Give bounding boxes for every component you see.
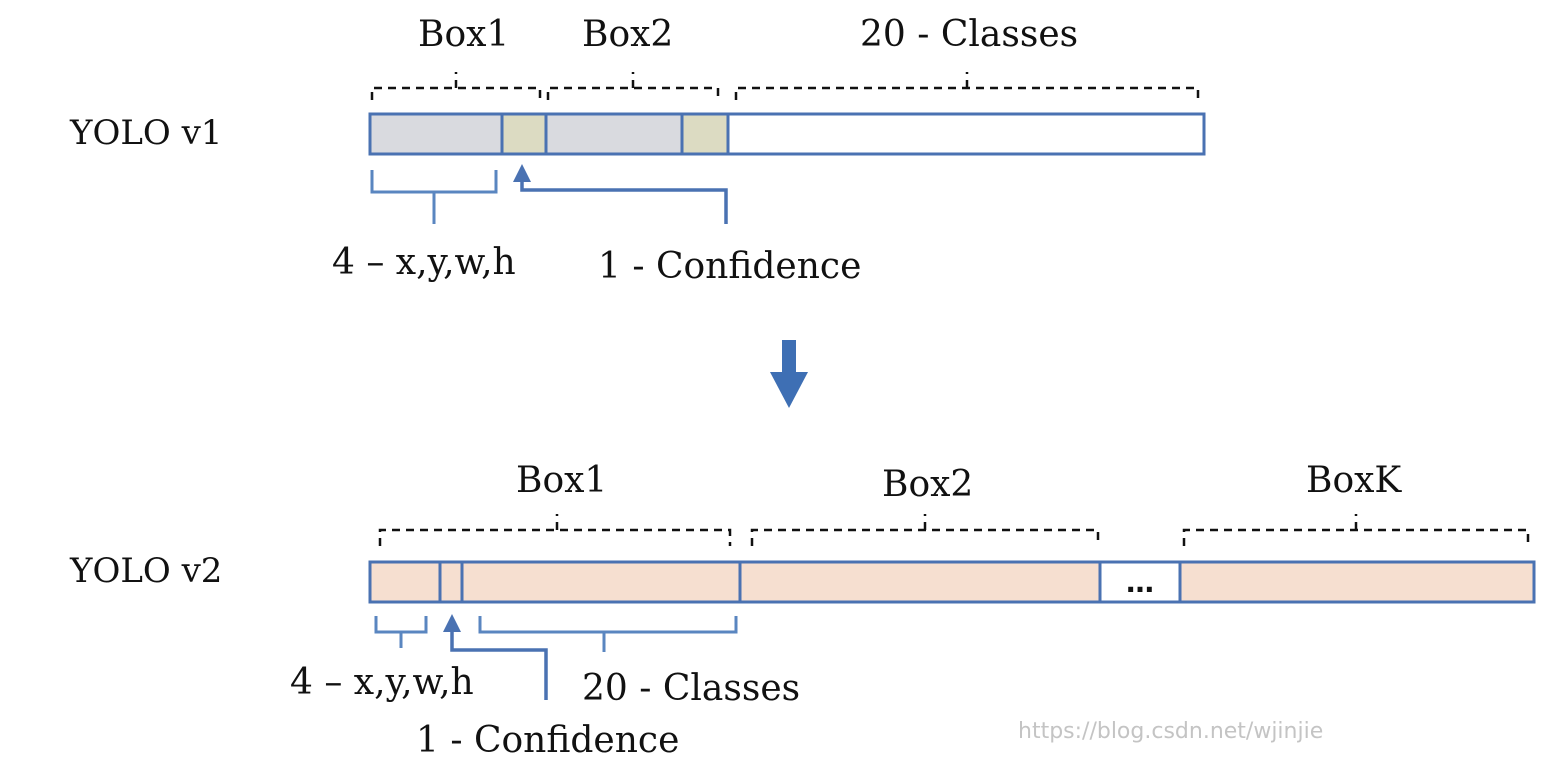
v2-box1-confidence-segment (438, 560, 464, 604)
v2-ellipsis-segment (1098, 560, 1182, 604)
v2-coords-bracket (374, 616, 428, 648)
yolo-v2-group: YOLO v2 Box1 Box2 BoxK … 4 – x,y,w,h 20 … (69, 460, 1536, 761)
v1-classes-brace (734, 72, 1200, 100)
v2-box1-classes-segment (460, 560, 742, 604)
v2-ellipsis: … (1126, 566, 1154, 599)
v1-box2-label: Box2 (582, 14, 673, 55)
v2-coords-label: 4 – x,y,w,h (290, 662, 474, 703)
v1-classes-segment (726, 112, 1206, 156)
v1-box2-confidence-segment (680, 112, 730, 156)
v1-confidence-label: 1 - Confidence (598, 246, 861, 287)
down-arrow-shaft (782, 340, 796, 374)
v2-classes-bracket (478, 616, 738, 652)
down-arrow-head (770, 372, 808, 408)
v1-box1-confidence-segment (500, 112, 548, 156)
v1-classes-label: 20 - Classes (860, 14, 1078, 55)
v2-box2-segment (738, 560, 1102, 604)
v2-confidence-pointer (443, 614, 461, 632)
v1-box1-label: Box1 (418, 14, 509, 55)
v2-box1-brace (378, 514, 732, 546)
v1-vector-bar (368, 112, 1206, 156)
v2-boxk-brace (1182, 514, 1530, 546)
v1-box1-coords-segment (368, 112, 504, 156)
yolo-v2-title: YOLO v2 (69, 551, 222, 591)
v2-boxk-segment (1178, 560, 1536, 604)
v2-confidence-connector (450, 632, 548, 700)
yolo-v1-group: YOLO v1 Box1 Box2 20 - Classes 4 – x,y,w… (69, 14, 1206, 287)
v2-box1-coords-segment (368, 560, 442, 604)
v1-confidence-pointer (513, 164, 531, 182)
yolo-v1-title: YOLO v1 (69, 113, 222, 153)
watermark: https://blog.csdn.net/wjinjie (1018, 719, 1323, 744)
v2-box2-brace (750, 514, 1100, 546)
v1-box2-coords-segment (544, 112, 684, 156)
v2-box2-label: Box2 (882, 464, 973, 505)
down-arrow-icon (770, 340, 808, 408)
v1-box1-brace (370, 72, 542, 100)
v2-box1-label: Box1 (516, 460, 607, 501)
v2-vector-bar: … (368, 560, 1536, 604)
v2-confidence-label: 1 - Confidence (416, 720, 679, 761)
v1-coords-bracket (370, 170, 498, 224)
v2-classes-label: 20 - Classes (582, 668, 800, 709)
v1-box2-brace (546, 72, 720, 100)
v1-confidence-connector (520, 180, 728, 224)
v2-boxk-label: BoxK (1306, 460, 1402, 501)
v1-coords-label: 4 – x,y,w,h (332, 242, 516, 283)
